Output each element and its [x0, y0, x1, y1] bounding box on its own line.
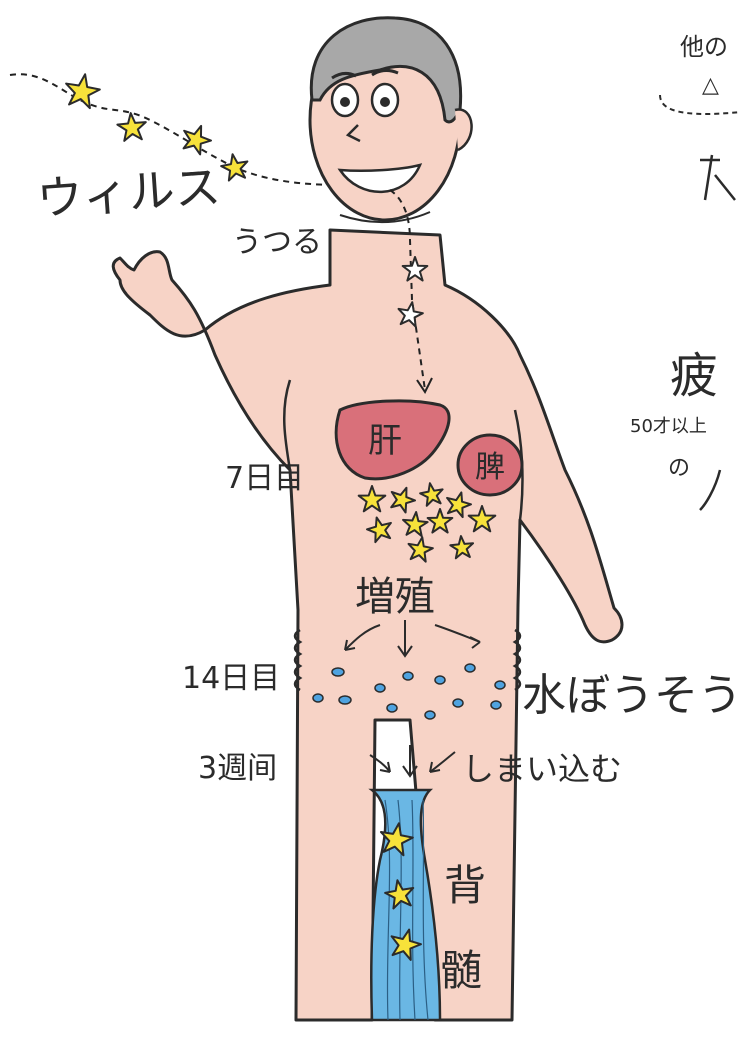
spine-label-2: 髄 [440, 946, 482, 995]
virus-path-line [9, 73, 341, 186]
mouth [337, 163, 423, 194]
fatigue-label: 疲 [670, 348, 718, 404]
transmit-label: うつる [232, 225, 322, 260]
waist-wave-right [512, 628, 522, 692]
week3-label: 3週间 [198, 751, 277, 786]
liver: 肝 [334, 399, 451, 481]
arm-line [282, 379, 292, 471]
no-label: の [668, 456, 690, 481]
virus-star-icon [116, 112, 147, 142]
corner-partial-stroke [699, 469, 722, 511]
spine-label-1: 背 [444, 861, 486, 910]
multiply-label: 増殖 [355, 574, 435, 620]
spleen: 脾 [456, 433, 524, 497]
liver-label: 肝 [368, 421, 402, 461]
body-silhouette [111, 228, 624, 1022]
chin-line [339, 211, 431, 224]
age50-label: 50才以上 [630, 416, 707, 437]
waist-wave-left [293, 628, 303, 692]
chickenpox-label: 水ぼうそう [522, 670, 741, 721]
blister-group [312, 663, 506, 720]
labels: ウィルス うつる 7日目 増殖 14日目 水ぼうそう 3週间 しまい込む 背 髄… [35, 33, 741, 995]
spread-arrows [344, 620, 481, 658]
nose [345, 124, 361, 143]
day14-label: 14日目 [182, 661, 280, 696]
infection-path-line [389, 189, 426, 391]
infection-arrow-head [416, 377, 433, 394]
spleen-label: 脾 [475, 450, 505, 485]
virus-star-icon [219, 152, 250, 182]
human-body [111, 16, 624, 1022]
eyes [330, 68, 400, 118]
hide-arrows [369, 745, 456, 778]
day7-label: 7日目 [225, 461, 304, 496]
corner-dashed-line [659, 94, 741, 115]
hide-label: しまい込む [462, 750, 622, 788]
corner-top-text: 他の [680, 33, 728, 61]
ear [454, 108, 473, 152]
virus-label: ウィルス [35, 159, 222, 226]
corner-triangle: △ [702, 73, 719, 98]
corner-partial-glyph [700, 154, 736, 201]
virus-star-icon [63, 71, 102, 109]
